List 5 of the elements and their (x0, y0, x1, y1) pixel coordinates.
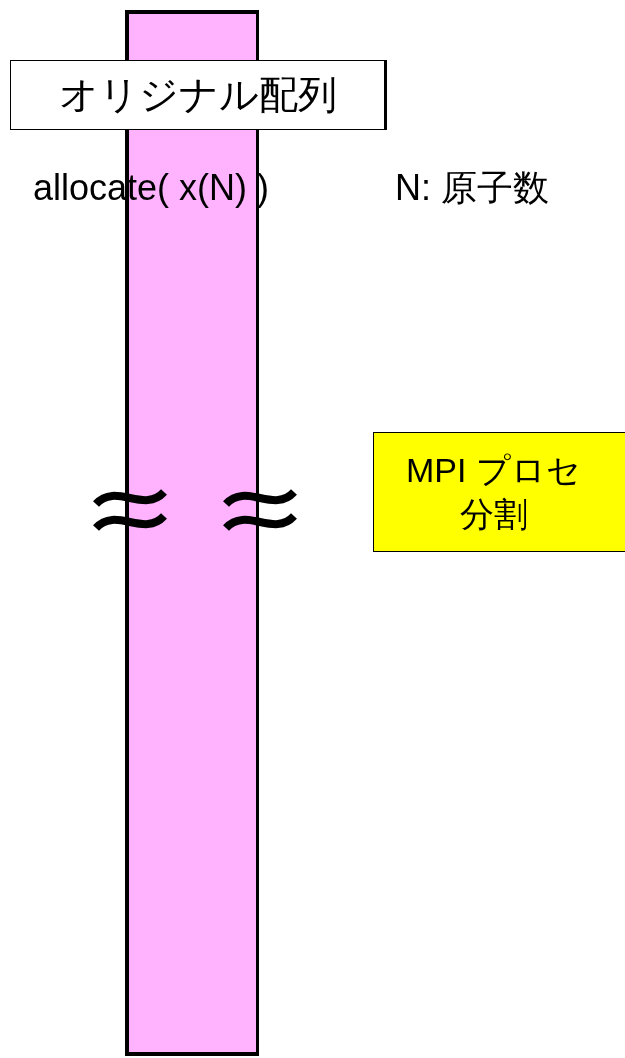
node-text: MPI プロセ分割 (405, 449, 582, 535)
note-text: N: 原子数 (395, 170, 549, 206)
title-box (10, 60, 387, 130)
note-box (373, 432, 625, 552)
node-text: オリジナル配列 (58, 71, 337, 118)
